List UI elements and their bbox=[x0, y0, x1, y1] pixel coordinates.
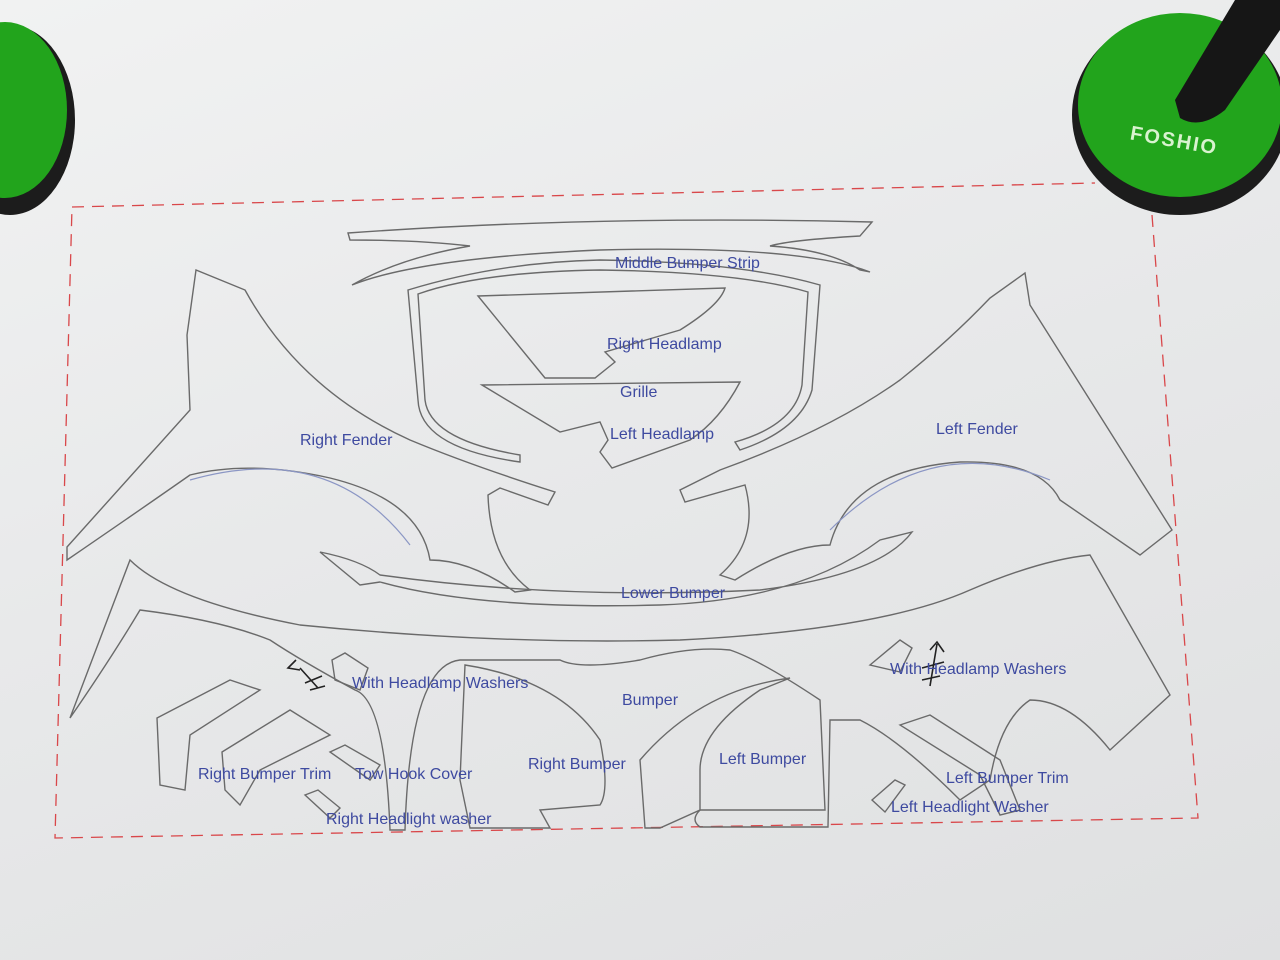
right-fender-shape bbox=[66, 269, 557, 593]
label-left-headlamp: Left Headlamp bbox=[610, 426, 714, 443]
label-left-headlight-washer: Left Headlight Washer bbox=[891, 799, 1049, 816]
label-with-headlamp-washers-right: With Headlamp Washers bbox=[352, 675, 528, 692]
handwritten-mark-right bbox=[286, 659, 326, 691]
left-bumper-trim-shape bbox=[898, 714, 1021, 816]
right-bumper-trim-shape bbox=[156, 679, 262, 791]
middle-bumper-strip-shape bbox=[347, 219, 874, 286]
label-tow-hook-cover: Tow Hook Cover bbox=[355, 766, 473, 783]
right-fender-fold-line bbox=[189, 468, 411, 546]
label-right-headlight-washer: Right Headlight washer bbox=[326, 811, 492, 828]
label-right-bumper-trim: Right Bumper Trim bbox=[198, 766, 331, 783]
page-border bbox=[54, 182, 1199, 839]
left-washer-cover-shape bbox=[868, 639, 913, 673]
left-headlamp-shape bbox=[479, 381, 742, 469]
label-left-bumper: Left Bumper bbox=[719, 751, 807, 768]
left-bumper-shape bbox=[639, 677, 791, 829]
label-with-headlamp-washers-left: With Headlamp Washers bbox=[890, 661, 1066, 678]
left-headlight-washer-shape bbox=[870, 779, 907, 814]
label-right-fender: Right Fender bbox=[300, 432, 393, 449]
left-fender-shape bbox=[679, 271, 1173, 581]
label-right-bumper: Right Bumper bbox=[528, 756, 626, 773]
label-left-bumper-trim: Left Bumper Trim bbox=[946, 770, 1069, 787]
tow-hook-cover-shape bbox=[328, 744, 381, 781]
label-right-headlamp: Right Headlamp bbox=[607, 336, 722, 353]
bumper-shape bbox=[69, 554, 1171, 831]
right-headlight-washer-shape bbox=[303, 789, 342, 819]
squeegee-tool-left bbox=[0, 22, 75, 215]
right-bumper-trim-shape-2 bbox=[221, 709, 332, 807]
label-middle-bumper-strip: Middle Bumper Strip bbox=[615, 255, 760, 272]
label-bumper: Bumper bbox=[622, 692, 679, 709]
label-grille: Grille bbox=[620, 384, 657, 401]
lower-bumper-shape bbox=[319, 530, 914, 607]
right-washer-cover-shape bbox=[331, 652, 369, 691]
squeegee-handle bbox=[1175, 0, 1280, 123]
grille-shape bbox=[407, 259, 821, 463]
handwritten-mark-left bbox=[921, 640, 945, 687]
left-fender-fold-line bbox=[829, 462, 1051, 531]
label-left-fender: Left Fender bbox=[936, 421, 1019, 438]
right-bumper-shape bbox=[459, 664, 606, 829]
squeegee-tool-right: FOSHIO bbox=[1072, 0, 1280, 215]
right-headlamp-shape bbox=[476, 287, 726, 379]
label-lower-bumper: Lower Bumper bbox=[621, 585, 726, 602]
